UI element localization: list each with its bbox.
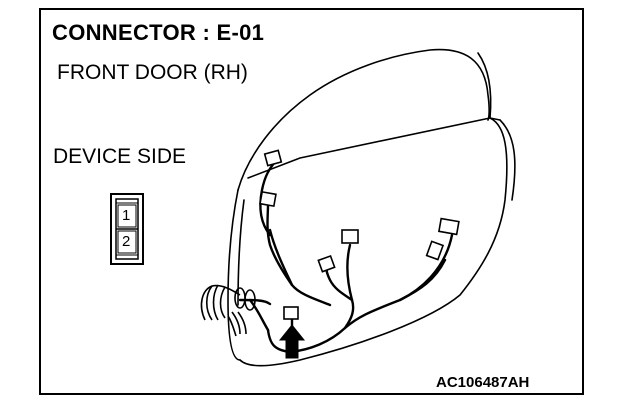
harness-connector-2 bbox=[259, 190, 277, 208]
location-label: FRONT DOOR (RH) bbox=[57, 61, 248, 84]
pin-2-label: 2 bbox=[122, 233, 131, 250]
harness-connector-1 bbox=[263, 149, 283, 167]
connector-e01 bbox=[283, 306, 299, 320]
harness-connector-6 bbox=[425, 240, 445, 261]
door-window-frame bbox=[237, 48, 490, 191]
pin-1-label: 1 bbox=[122, 207, 131, 224]
harness-connector-3 bbox=[341, 229, 359, 244]
door-front-edge bbox=[227, 189, 241, 361]
callout-arrow bbox=[278, 324, 306, 359]
harness-connector-5 bbox=[437, 217, 460, 236]
device-side-label: DEVICE SIDE bbox=[53, 145, 187, 168]
door-rear-edge bbox=[239, 117, 508, 367]
connector-title: CONNECTOR : E-01 bbox=[52, 20, 265, 45]
figure-code: AC106487AH bbox=[436, 374, 530, 391]
connector-face: 1 2 bbox=[110, 193, 144, 265]
door-belt-line bbox=[247, 117, 501, 179]
harness-connector-4 bbox=[317, 254, 336, 273]
